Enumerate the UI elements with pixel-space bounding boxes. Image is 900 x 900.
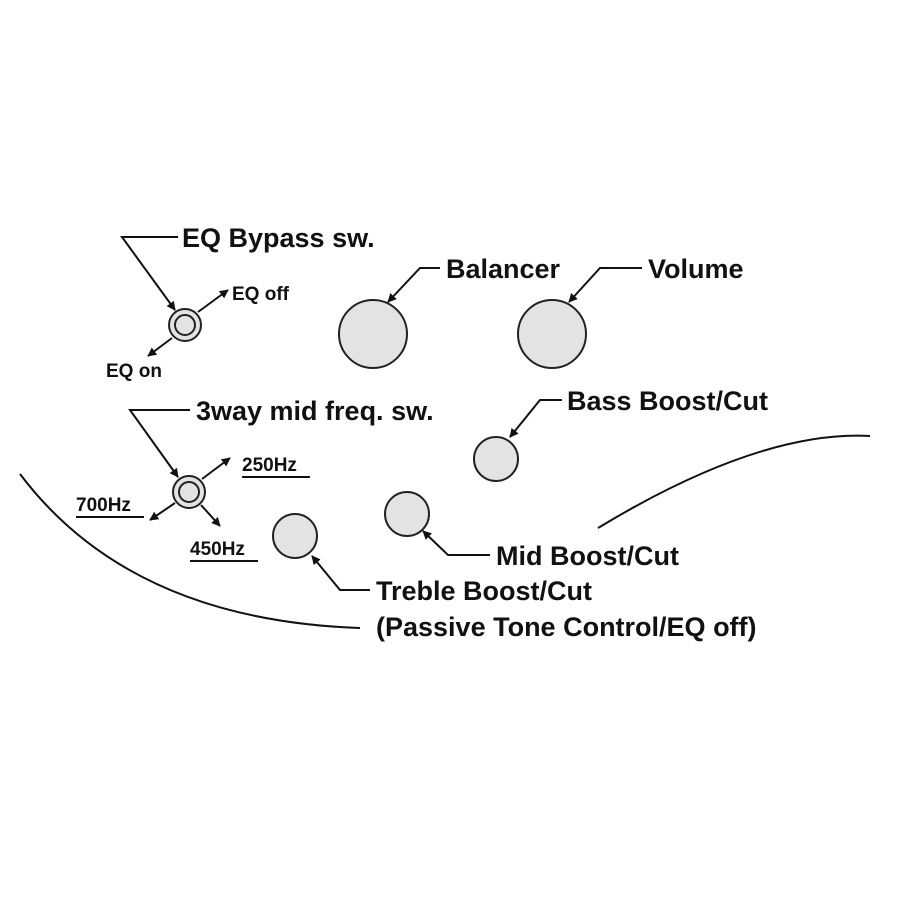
volume-leader <box>568 267 642 303</box>
treble-boost-cut-label: Treble Boost/Cut <box>376 576 592 606</box>
freq-450-label: 450Hz <box>190 539 245 560</box>
bass-boost-cut-label: Bass Boost/Cut <box>567 386 768 416</box>
freq-450-arrow <box>200 504 221 527</box>
volume-label: Volume <box>648 254 744 284</box>
eq-on-label: EQ on <box>106 361 162 382</box>
eq-bypass-leader <box>120 236 178 311</box>
mid-boost-cut-label: Mid Boost/Cut <box>496 541 679 571</box>
volume-knob-icon[interactable] <box>517 299 587 369</box>
freq-250-arrow <box>201 457 231 480</box>
mid-freq-switch-leader <box>128 409 190 478</box>
eq-bypass-switch-icon[interactable] <box>168 308 202 342</box>
bass-knob-icon[interactable] <box>473 436 519 482</box>
balancer-label: Balancer <box>446 254 561 284</box>
treble-passive-note: (Passive Tone Control/EQ off) <box>376 612 757 642</box>
balancer-leader <box>387 267 440 303</box>
balancer-knob-icon[interactable] <box>338 299 408 369</box>
freq-250-label: 250Hz <box>242 455 297 476</box>
mid-freq-switch-icon[interactable] <box>172 475 206 509</box>
eq-off-label: EQ off <box>232 284 290 305</box>
mid-knob-icon[interactable] <box>384 491 430 537</box>
freq-700-arrow <box>149 502 176 521</box>
eq-bypass-switch-label: EQ Bypass sw. <box>182 223 375 253</box>
freq-700-label: 700Hz <box>76 495 131 516</box>
bass-leader <box>509 399 562 438</box>
body-outline-right <box>597 434 871 529</box>
treble-knob-icon[interactable] <box>272 513 318 559</box>
mid-leader <box>422 530 490 556</box>
eq-off-arrow <box>197 289 229 313</box>
eq-on-arrow <box>147 337 173 357</box>
mid-freq-switch-label: 3way mid freq. sw. <box>196 396 434 426</box>
treble-leader <box>311 555 370 591</box>
body-outline-left <box>19 473 361 629</box>
